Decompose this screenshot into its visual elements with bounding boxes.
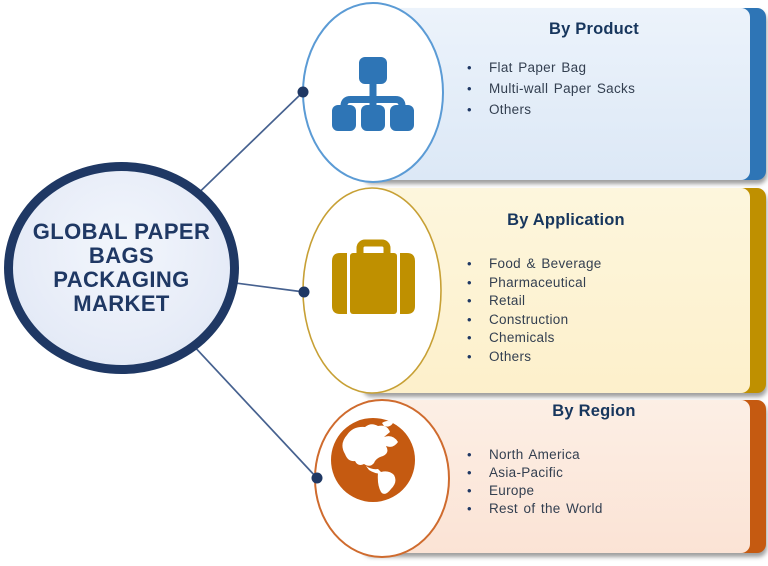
center-title: GLOBAL PAPER BAGS PACKAGING MARKET bbox=[32, 218, 211, 317]
list-item: Rest of the World bbox=[464, 500, 603, 518]
center-title-line: PACKAGING bbox=[53, 267, 190, 292]
connector-dot-application bbox=[298, 286, 310, 298]
list-item: Europe bbox=[464, 482, 603, 500]
list-by-product: Flat Paper Bag Multi-wall Paper Sacks Ot… bbox=[464, 57, 635, 120]
list-item: Construction bbox=[464, 311, 602, 330]
list-item: Asia-Pacific bbox=[464, 464, 603, 482]
list-item: Chemicals bbox=[464, 329, 602, 348]
list-item: Retail bbox=[464, 292, 602, 311]
connector-dot-region bbox=[311, 472, 323, 484]
list-item: Food & Beverage bbox=[464, 255, 602, 274]
center-circle: GLOBAL PAPER BAGS PACKAGING MARKET bbox=[4, 162, 239, 374]
list-by-application: Food & Beverage Pharmaceutical Retail Co… bbox=[464, 255, 602, 366]
list-item: Others bbox=[464, 99, 635, 120]
list-item: Multi-wall Paper Sacks bbox=[464, 78, 635, 99]
list-item: North America bbox=[464, 446, 603, 464]
list-item: Pharmaceutical bbox=[464, 274, 602, 293]
center-title-line: BAGS bbox=[88, 242, 155, 268]
section-title-by-product: By Product bbox=[548, 20, 639, 38]
list-item: Others bbox=[464, 348, 602, 367]
section-title-by-application: By Application bbox=[507, 211, 625, 229]
list-item: Flat Paper Bag bbox=[464, 57, 635, 78]
list-by-region: North America Asia-Pacific Europe Rest o… bbox=[464, 446, 603, 518]
section-title-by-region: By Region bbox=[552, 402, 636, 420]
center-title-line: MARKET bbox=[73, 291, 170, 317]
center-title-line: GLOBAL PAPER bbox=[32, 218, 211, 244]
connector-dot-product bbox=[297, 86, 309, 98]
